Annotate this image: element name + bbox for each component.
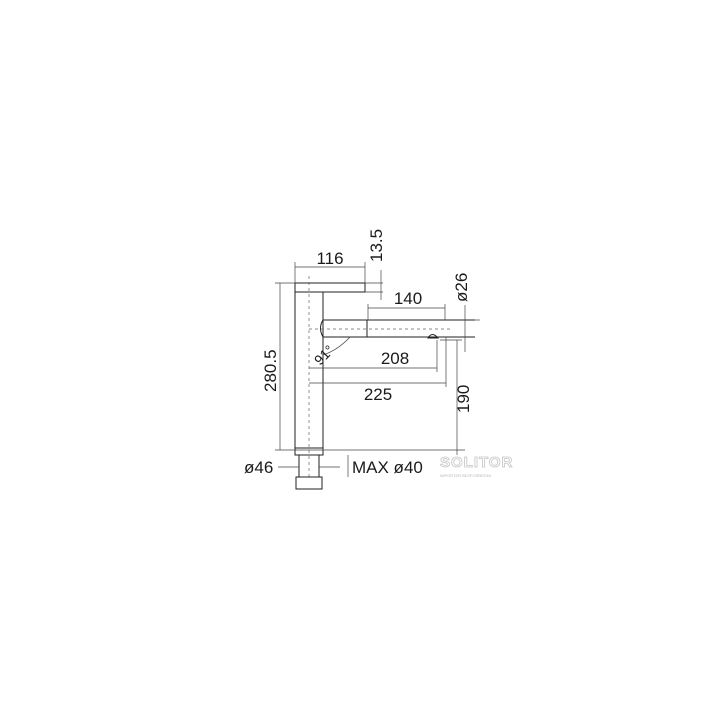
dim-hole-diameter: MAX ø40 bbox=[352, 458, 423, 477]
dimension-lines bbox=[275, 262, 480, 477]
dim-base-diameter: ø46 bbox=[244, 458, 273, 477]
dim-spout-extension: 140 bbox=[394, 289, 422, 308]
dim-reach-aerator: 208 bbox=[381, 349, 409, 368]
dim-total-height: 280.5 bbox=[261, 349, 280, 392]
faucet-body bbox=[294, 276, 475, 490]
watermark-logo: SOLITOR IMPORTER BEZPOŚREDNI bbox=[440, 454, 513, 478]
dim-top-width: 116 bbox=[316, 249, 343, 268]
dim-reach-total: 225 bbox=[364, 385, 392, 404]
watermark-tagline: IMPORTER BEZPOŚREDNI bbox=[440, 473, 491, 478]
dim-angle: 91° bbox=[311, 342, 337, 368]
dim-cap-height: 13.5 bbox=[367, 229, 386, 262]
dim-spout-height: 190 bbox=[454, 385, 473, 413]
watermark-brand: SOLITOR bbox=[440, 454, 513, 471]
dim-spout-diameter: ø26 bbox=[452, 273, 471, 302]
spout bbox=[320, 319, 475, 338]
top-cap bbox=[294, 282, 366, 293]
column bbox=[294, 291, 324, 449]
aerator bbox=[427, 334, 440, 339]
mount-nut bbox=[295, 476, 323, 490]
